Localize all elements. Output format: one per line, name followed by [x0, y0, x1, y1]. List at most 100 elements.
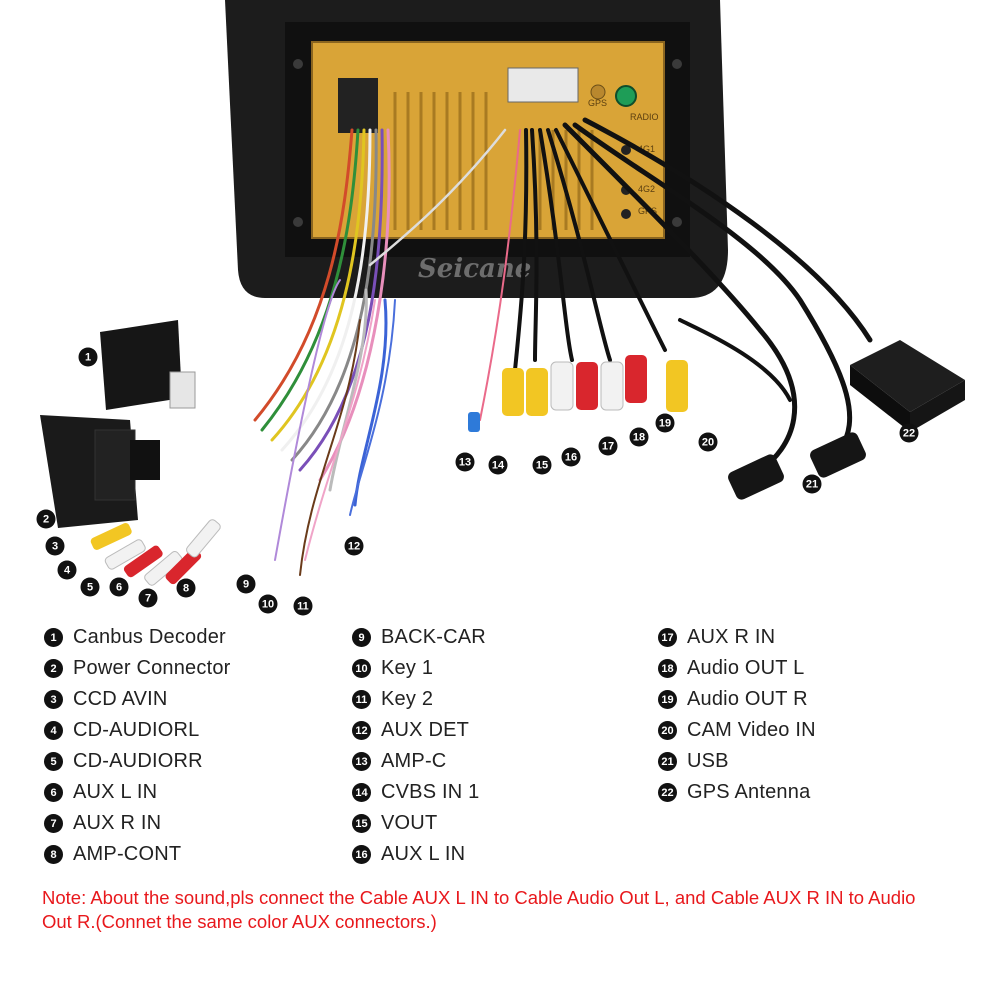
radio-port-label: RADIO: [630, 112, 659, 122]
legend-number: 13: [352, 752, 371, 771]
usb-connectors: [728, 432, 866, 500]
callout-15: 15: [532, 455, 552, 475]
callout-22: 22: [899, 423, 919, 443]
legend-label: CVBS IN 1: [381, 781, 480, 803]
legend-number: 7: [44, 814, 63, 833]
legend-number: 8: [44, 845, 63, 864]
legend-label: Power Connector: [73, 657, 231, 679]
legend-number: 12: [352, 721, 371, 740]
callout-17: 17: [598, 436, 618, 456]
legend-number: 17: [658, 628, 677, 647]
legend: 1 Canbus Decoder 2 Power Connector 3 CCD AV…: [0, 622, 1000, 872]
callout-2: 2: [36, 509, 56, 529]
legend-item: 2 Power Connector: [44, 653, 231, 684]
callout-8: 8: [176, 578, 196, 598]
legend-label: AUX DET: [381, 719, 470, 741]
brand-watermark: Seicane: [418, 254, 531, 284]
canbus-decoder: [100, 320, 196, 410]
legend-number: 10: [352, 659, 371, 678]
callout-4: 4: [57, 560, 77, 580]
callout-5: 5: [80, 577, 100, 597]
legend-label: USB: [687, 750, 729, 772]
callout-19: 19: [655, 413, 675, 433]
legend-label: Audio OUT R: [687, 688, 808, 710]
callout-16: 16: [561, 447, 581, 467]
legend-item: 8 AMP-CONT: [44, 839, 231, 870]
legend-number: 6: [44, 783, 63, 802]
legend-number: 5: [44, 752, 63, 771]
legend-item: 4 CD-AUDIORL: [44, 715, 231, 746]
legend-item: 22 GPS Antenna: [658, 777, 816, 808]
legend-label: Canbus Decoder: [73, 626, 226, 648]
legend-number: 2: [44, 659, 63, 678]
legend-item: 13 AMP-C: [352, 746, 486, 777]
legend-item: 1 Canbus Decoder: [44, 622, 231, 653]
right-rca-plugs: [468, 355, 688, 432]
legend-item: 14 CVBS IN 1: [352, 777, 486, 808]
legend-number: 19: [658, 690, 677, 709]
legend-number: 20: [658, 721, 677, 740]
legend-number: 18: [658, 659, 677, 678]
legend-number: 1: [44, 628, 63, 647]
legend-label: GPS Antenna: [687, 781, 811, 803]
legend-label: CD-AUDIORR: [73, 750, 203, 772]
legend-number: 21: [658, 752, 677, 771]
legend-label: AUX L IN: [73, 781, 158, 803]
legend-item: 21 USB: [658, 746, 816, 777]
callout-11: 11: [293, 596, 313, 616]
legend-label: AMP-C: [381, 750, 447, 772]
legend-column-3: 17 AUX R IN 18 Audio OUT L 19 Audio OUT R 2…: [658, 622, 816, 808]
callout-20: 20: [698, 432, 718, 452]
callout-13: 13: [455, 452, 475, 472]
legend-item: 19 Audio OUT R: [658, 684, 816, 715]
legend-number: 3: [44, 690, 63, 709]
legend-label: AUX L IN: [381, 843, 466, 865]
legend-label: AUX R IN: [687, 626, 776, 648]
callout-9: 9: [236, 574, 256, 594]
gps-port-label: GPS: [588, 98, 607, 108]
legend-item: 6 AUX L IN: [44, 777, 231, 808]
callout-12: 12: [344, 536, 364, 556]
legend-item: 11 Key 2: [352, 684, 486, 715]
legend-item: 18 Audio OUT L: [658, 653, 816, 684]
legend-number: 11: [352, 690, 371, 709]
callout-10: 10: [258, 594, 278, 614]
callout-1: 1: [78, 347, 98, 367]
callout-18: 18: [629, 427, 649, 447]
legend-column-1: 1 Canbus Decoder 2 Power Connector 3 CCD AV…: [44, 622, 231, 870]
legend-item: 17 AUX R IN: [658, 622, 816, 653]
gps-antenna: [850, 340, 965, 432]
head-unit: GPS RADIO 4G1 4G2 GPS Seicane: [225, 0, 728, 298]
4g1-port-label: 4G1: [638, 144, 655, 154]
callout-3: 3: [45, 536, 65, 556]
legend-number: 22: [658, 783, 677, 802]
legend-label: CCD AVIN: [73, 688, 168, 710]
legend-label: Key 2: [381, 688, 434, 710]
power-connector: [40, 415, 160, 528]
legend-number: 14: [352, 783, 371, 802]
sound-note: Note: About the sound,pls connect the Ca…: [42, 887, 916, 932]
4g2-port-label: 4G2: [638, 184, 655, 194]
legend-number: 15: [352, 814, 371, 833]
wire-harness: [253, 117, 873, 576]
legend-item: 3 CCD AVIN: [44, 684, 231, 715]
legend-label: CD-AUDIORL: [73, 719, 200, 741]
legend-label: AUX R IN: [73, 812, 162, 834]
callout-7: 7: [138, 588, 158, 608]
wiring-diagram: GPS RADIO 4G1 4G2 GPS Seicane: [36, 0, 965, 616]
callout-6: 6: [109, 577, 129, 597]
legend-label: VOUT: [381, 812, 438, 834]
callout-14: 14: [488, 455, 508, 475]
legend-label: AMP-CONT: [73, 843, 182, 865]
legend-item: 12 AUX DET: [352, 715, 486, 746]
legend-label: Audio OUT L: [687, 657, 805, 679]
legend-number: 4: [44, 721, 63, 740]
left-rca-plugs: [90, 519, 221, 586]
legend-item: 5 CD-AUDIORR: [44, 746, 231, 777]
legend-number: 9: [352, 628, 371, 647]
